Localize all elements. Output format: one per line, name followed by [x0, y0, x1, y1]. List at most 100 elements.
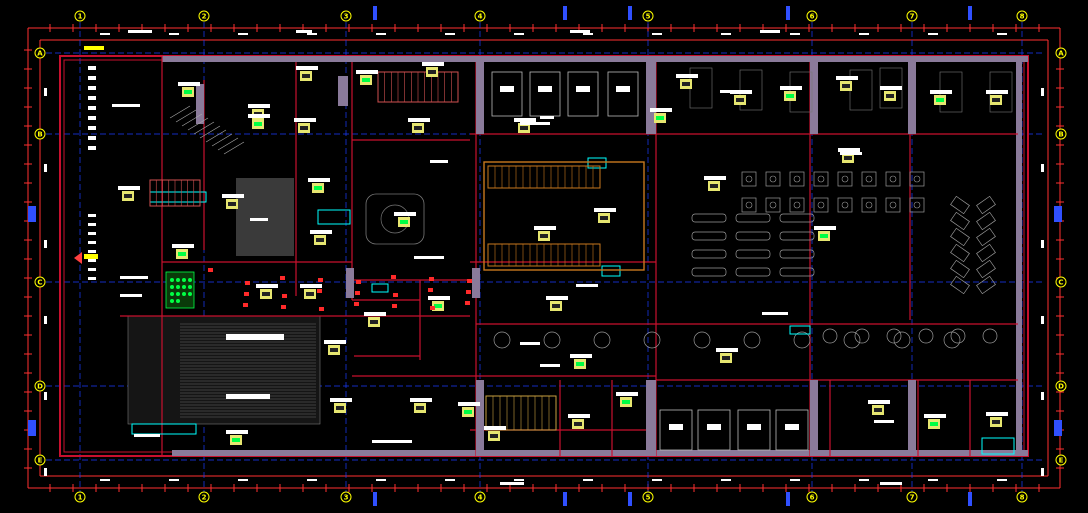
equipment-box — [601, 265, 621, 277]
dimension-text — [790, 479, 800, 481]
workstation — [909, 171, 925, 187]
dimension-text — [100, 33, 110, 35]
grid-bubble-column-top-label: 6 — [810, 13, 815, 21]
workstation — [789, 171, 805, 187]
annotation-text — [840, 152, 862, 155]
meeting-table — [982, 328, 998, 344]
electrical-marker — [467, 279, 472, 283]
level-tag — [84, 254, 98, 259]
desk-cluster — [691, 213, 727, 223]
structural-column — [810, 380, 818, 456]
workstation — [950, 211, 970, 231]
room-tag-name — [324, 340, 346, 344]
annotation-text — [540, 116, 554, 119]
annotation-text — [762, 312, 788, 315]
workstation — [765, 197, 781, 213]
electrical-marker — [243, 303, 248, 307]
grid-bubble-column-bottom-label: 4 — [478, 494, 483, 502]
equipment-box — [981, 437, 1015, 455]
dimension-text — [514, 479, 524, 481]
parking-mark — [88, 250, 96, 253]
grid-bubble-column-top — [474, 10, 486, 22]
chair — [817, 175, 825, 183]
workstation — [909, 197, 925, 213]
stair-tread — [181, 113, 203, 127]
structural-column — [476, 62, 484, 134]
annotation-text — [928, 414, 946, 417]
room-tag-name — [836, 76, 858, 80]
electrical-marker — [318, 278, 323, 282]
workstation — [861, 197, 877, 213]
grid-bubble-column-bottom-label: 1 — [78, 494, 83, 502]
room-tag-code — [600, 216, 608, 220]
dimension-text — [307, 33, 317, 35]
annotation-text — [250, 218, 268, 221]
workstation — [885, 171, 901, 187]
dimension-text — [652, 479, 662, 481]
annotation-text — [112, 104, 140, 107]
plant — [176, 292, 180, 296]
room-tag-name — [428, 296, 450, 300]
section-marker — [563, 6, 567, 20]
dimension-text — [583, 33, 593, 35]
chair — [865, 201, 873, 209]
electrical-marker — [281, 305, 286, 309]
room-tag-name — [780, 86, 802, 90]
workstation — [741, 171, 757, 187]
chair — [769, 201, 777, 209]
meeting-table — [593, 331, 611, 349]
room-tag-code — [844, 156, 852, 160]
workstation — [789, 197, 805, 213]
stair-tread — [217, 137, 239, 151]
annotation-text — [570, 30, 590, 33]
desk-cluster — [735, 213, 771, 223]
parking-mark — [88, 268, 96, 271]
dimension-text — [307, 479, 317, 481]
dimension-text — [1041, 164, 1044, 172]
equipment-box — [587, 157, 607, 169]
grid-bubble-column-bottom-label: 2 — [202, 494, 207, 502]
grid-bubble-row-left-label: C — [37, 279, 42, 287]
room-tag-code — [336, 406, 344, 410]
electrical-marker — [356, 280, 361, 284]
workstation — [837, 171, 853, 187]
meeting-table — [693, 331, 711, 349]
dimension-text — [100, 479, 110, 481]
room-tag-code — [540, 234, 548, 238]
plant — [170, 278, 174, 282]
room-tag-code — [362, 78, 370, 82]
plant — [188, 285, 192, 289]
grid-bubble-column-top-label: 4 — [478, 13, 483, 21]
wc-cubicle — [607, 71, 639, 117]
room-tag-name — [410, 398, 432, 402]
electrical-marker — [282, 294, 287, 298]
workstation — [950, 275, 970, 295]
room-tag-code — [682, 82, 690, 86]
room-tag-code — [936, 98, 944, 102]
parking-mark — [88, 146, 96, 150]
grid-bubble-column-top-label: 7 — [910, 13, 915, 21]
wc-cubicle — [697, 409, 731, 451]
chair — [865, 175, 873, 183]
meeting-table — [493, 331, 511, 349]
room-tag-code — [576, 362, 584, 366]
stair-tread — [211, 133, 233, 147]
grid-bubble-column-bottom — [198, 491, 210, 503]
dimension-text — [238, 479, 248, 481]
grid-bubble-column-bottom — [906, 491, 918, 503]
room-tag-name — [930, 90, 952, 94]
workstation — [837, 197, 853, 213]
dimension-text — [44, 88, 47, 96]
room-tag-code — [428, 70, 436, 74]
annotation-text — [720, 90, 744, 93]
grid-bubble-row-right — [1055, 47, 1067, 59]
grid-bubble-column-top-label: 1 — [78, 13, 83, 21]
workstation — [976, 211, 996, 231]
annotation-text — [520, 342, 540, 345]
annotation-text — [134, 434, 160, 437]
room-tag-code — [300, 126, 308, 130]
plant — [182, 292, 186, 296]
dimension-text — [445, 479, 455, 481]
workstation — [976, 227, 996, 247]
